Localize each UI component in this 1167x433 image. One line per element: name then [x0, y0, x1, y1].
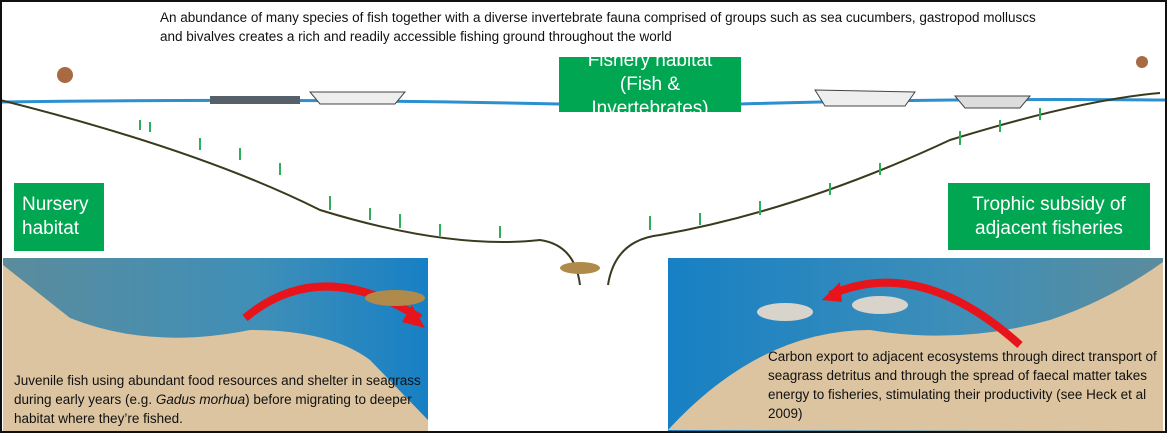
trawler [308, 91, 407, 105]
person [1136, 56, 1148, 68]
nursery-panel [3, 258, 428, 431]
nursery-label-line1: Nursery [22, 194, 89, 215]
boat [210, 96, 300, 104]
cod-icon [560, 262, 600, 274]
trophic-label-line1: Trophic subsidy of [972, 193, 1126, 215]
dugong [852, 296, 908, 314]
trophic-label-line2: adjacent fisheries [975, 217, 1123, 239]
fishery-habitat-label: Fishery habitat(Fish & Invertebrates) [559, 50, 741, 119]
boat-right [814, 89, 916, 107]
nursery-habitat-label: Nursery habitat [14, 183, 104, 251]
boat-right-2 [953, 95, 1032, 109]
caption-text: ) before migrating to deeper habitat whe… [14, 392, 412, 426]
seagrass-top [139, 108, 1041, 238]
person [57, 67, 73, 83]
nursery-label-line2: habitat [22, 218, 80, 239]
header-text: An abundance of many species of fish tog… [160, 10, 1036, 44]
fishery-label-line1: Fishery habitat [587, 49, 713, 71]
dugong [757, 303, 813, 321]
seabed-profile [0, 92, 1161, 286]
nursery-caption: Juvenile fish using abundant food resour… [14, 371, 424, 428]
species-name: Gadus morhua [155, 392, 246, 407]
trophic-panel [668, 258, 1163, 431]
fishery-label-line2: (Fish & Invertebrates) [591, 73, 709, 119]
caption-text: Juvenile fish using abundant food resour… [14, 373, 421, 407]
trophic-caption: Carbon export to adjacent ecosystems thr… [768, 349, 1157, 421]
